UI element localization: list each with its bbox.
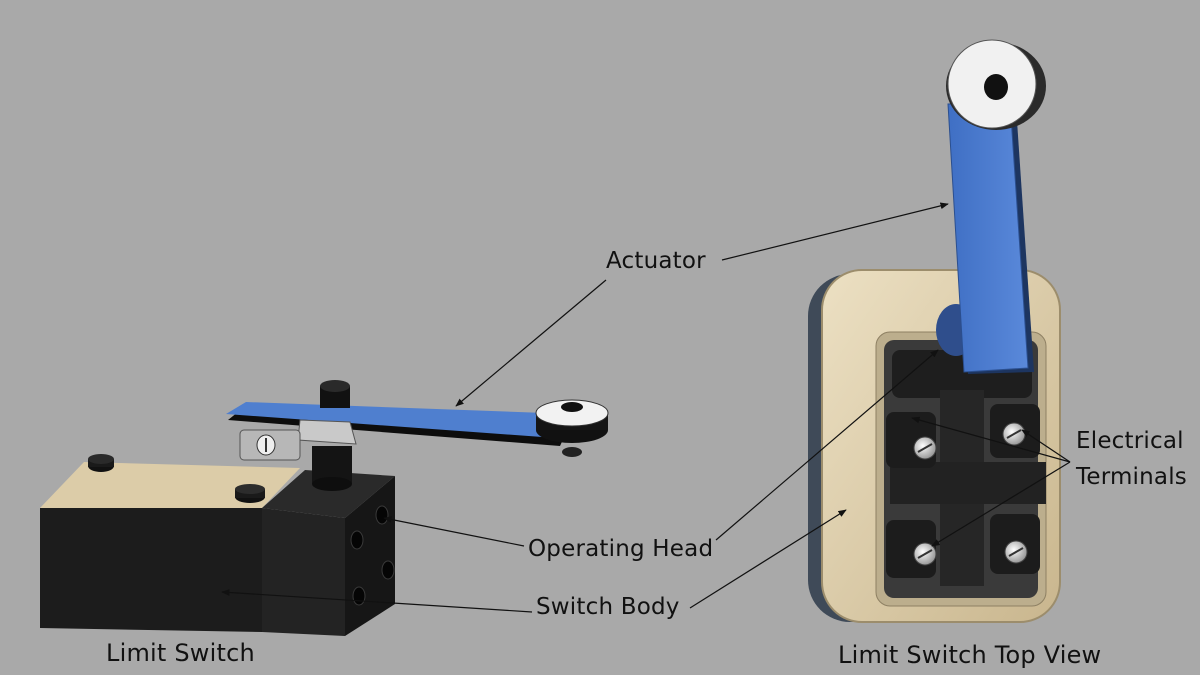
leader-actuator-left <box>455 279 607 407</box>
terminal-bottom-left <box>886 520 937 578</box>
caption-limit-switch-top-view: Limit Switch Top View <box>838 641 1102 669</box>
label-electrical-terminals-1: Electrical <box>1076 428 1184 454</box>
caption-limit-switch: Limit Switch <box>106 639 255 667</box>
top-actuator-lever <box>946 39 1046 374</box>
leader-actuator-right <box>721 202 949 261</box>
label-actuator: Actuator <box>606 248 706 274</box>
leader-terminal-2 <box>1021 429 1071 463</box>
terminal-top-left <box>886 412 937 468</box>
actuator-arm <box>226 380 609 461</box>
leader-switch-body-left <box>221 589 533 613</box>
operating-head <box>262 446 395 636</box>
terminal-top-right <box>990 404 1040 458</box>
limit-switch-top-view <box>808 39 1061 623</box>
leader-terminal-3 <box>931 461 1071 547</box>
terminal-bottom-right <box>990 514 1040 574</box>
label-switch-body: Switch Body <box>536 594 680 620</box>
label-operating-head: Operating Head <box>528 536 714 562</box>
leader-terminal-1 <box>911 416 1071 463</box>
leader-lines <box>221 202 1071 613</box>
leader-operating-head-left <box>383 516 525 547</box>
limit-switch-3d <box>40 380 609 636</box>
leader-switch-body-right <box>689 509 847 609</box>
switch-body <box>40 454 300 632</box>
label-electrical-terminals-2: Terminals <box>1076 464 1187 490</box>
leader-operating-head-right <box>715 349 939 541</box>
